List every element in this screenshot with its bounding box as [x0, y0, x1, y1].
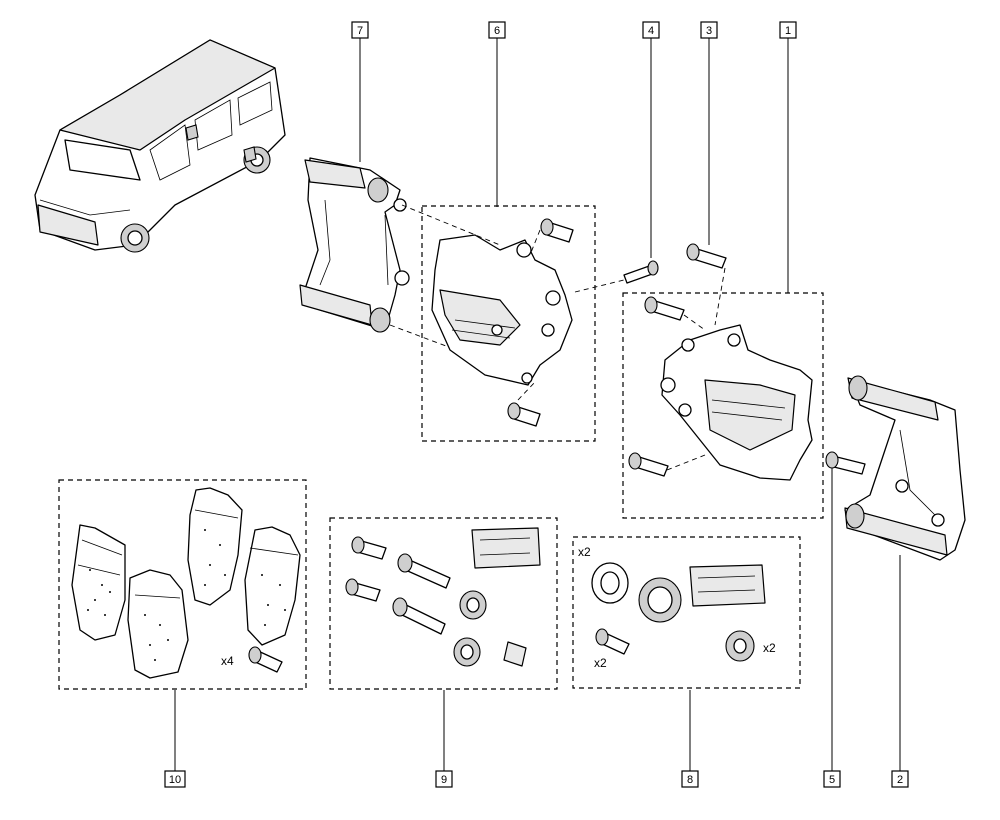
assembly-line: [517, 381, 536, 401]
assembly-line: [683, 314, 706, 331]
caliper-left: [431, 234, 573, 386]
bolt-carrier-right: [825, 451, 866, 475]
kit-box-caliper-right: [622, 292, 824, 519]
kit-box-brake-pads: [58, 479, 307, 690]
bolt-caliper-lower: [507, 402, 541, 427]
pad-bolt-quantity: x4: [221, 654, 234, 668]
svg-text:1: 1: [785, 25, 791, 37]
callout-2: 2: [891, 770, 909, 788]
callout-6: 6: [488, 21, 506, 39]
van-illustration: [34, 39, 286, 253]
boot-quantity: x2: [763, 641, 776, 655]
svg-text:8: 8: [687, 774, 693, 786]
svg-text:5: 5: [829, 774, 835, 786]
brake-pads: [71, 487, 301, 679]
callout-9: 9: [435, 770, 453, 788]
assembly-line: [574, 279, 625, 293]
bolt-upper-right: [686, 243, 727, 269]
seal-screw-quantity: x2: [594, 656, 607, 670]
assembly-line: [714, 267, 726, 326]
carrier-bracket-right: [844, 375, 966, 561]
svg-text:10: 10: [169, 774, 181, 786]
bolt-caliper-right-upper: [644, 296, 685, 321]
callout-1: 1: [779, 21, 797, 39]
guide-pin-kit: [345, 527, 541, 667]
callout-7: 7: [351, 21, 369, 39]
bleed-screw: [623, 260, 659, 284]
assembly-line: [666, 454, 706, 471]
kit-box-caliper-left: [421, 205, 596, 442]
seal-kit: [591, 562, 766, 662]
svg-text:3: 3: [706, 25, 712, 37]
svg-text:4: 4: [648, 25, 654, 37]
bolt-caliper-right-lower: [628, 452, 669, 477]
bolt-caliper-upper: [540, 218, 574, 243]
carrier-bracket-left: [299, 157, 410, 333]
assembly-line: [529, 229, 541, 256]
svg-text:6: 6: [494, 25, 500, 37]
svg-text:7: 7: [357, 25, 363, 37]
pad-bolt: [248, 646, 283, 673]
callout-8: 8: [681, 770, 699, 788]
ring-quantity: x2: [578, 545, 591, 559]
caliper-right: [660, 324, 813, 481]
svg-text:9: 9: [441, 774, 447, 786]
callout-10: 10: [164, 770, 186, 788]
kit-box-seal-kit: [572, 536, 801, 689]
callout-5: 5: [823, 770, 841, 788]
callout-4: 4: [642, 21, 660, 39]
callout-3: 3: [700, 21, 718, 39]
svg-text:2: 2: [897, 774, 903, 786]
